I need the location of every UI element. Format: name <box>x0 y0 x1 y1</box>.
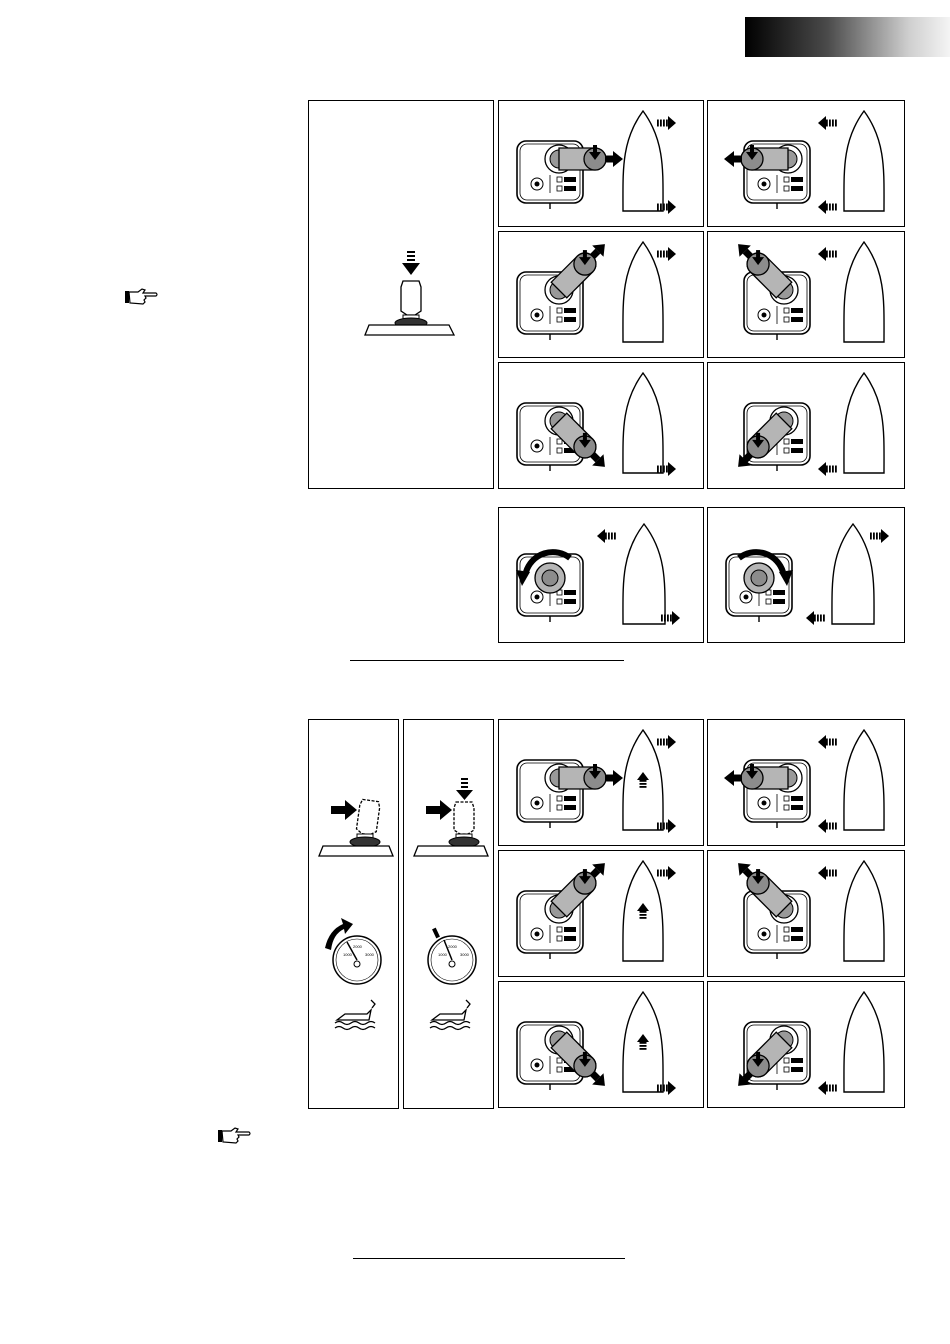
stick-direction-arrow-icon <box>605 151 623 167</box>
svg-text:3000: 3000 <box>365 952 375 957</box>
bow-thrust-arrow-icon <box>818 735 837 749</box>
section-divider-rule <box>353 1258 625 1259</box>
maneuver-illustration <box>499 982 703 1107</box>
boat-on-waves-icon <box>430 1000 470 1030</box>
stern-thrust-arrow-icon <box>806 611 825 625</box>
maneuver-illustration <box>708 232 904 357</box>
cell-fwd-diag-left <box>707 850 905 977</box>
svg-text:3000: 3000 <box>460 952 470 957</box>
boat-hull-outline-icon <box>844 373 884 473</box>
cell-fwd-back-left <box>707 981 905 1108</box>
stern-thrust-arrow-icon <box>818 819 837 833</box>
push-right-arrow-icon <box>426 800 452 820</box>
rpm-marker-icon <box>432 928 440 939</box>
svg-text:1000: 1000 <box>438 952 448 957</box>
push-and-press-panel: 1000 2000 3000 <box>403 719 494 1109</box>
cell-fwd-move-right <box>498 719 704 846</box>
rotation-illustration <box>708 508 904 642</box>
svg-text:2000: 2000 <box>353 944 363 949</box>
push-forward-panel: 1000 2000 3000 <box>308 719 399 1109</box>
boat-hull-outline-icon <box>844 242 884 342</box>
bow-thrust-arrow-icon <box>657 735 676 749</box>
joystick-icon <box>545 764 623 792</box>
maneuver-illustration <box>708 363 904 488</box>
maneuver-illustration <box>499 232 703 357</box>
boat-hull-outline-icon <box>844 730 884 830</box>
boat-hull-outline-icon <box>844 861 884 961</box>
stick-direction-arrow-icon <box>724 151 742 167</box>
pointing-hand-icon <box>124 288 158 306</box>
bow-thrust-arrow-icon <box>818 247 837 261</box>
press-down-arrow-icon <box>402 251 420 275</box>
cell-rotate-left <box>498 507 704 643</box>
tachometer-gauge-icon: 1000 2000 3000 <box>333 936 381 984</box>
cell-move-right <box>498 100 704 227</box>
maneuver-illustration <box>499 363 703 488</box>
intro-press-panel <box>308 100 494 489</box>
bow-thrust-arrow-icon <box>657 116 676 130</box>
joystick-press-illustration <box>309 101 495 490</box>
boat-hull-outline-icon <box>832 524 874 624</box>
tachometer-gauge-icon: 1000 2000 3000 <box>428 936 476 984</box>
joystick-icon <box>365 281 454 335</box>
cell-move-left <box>707 100 905 227</box>
header-gradient-tab <box>745 17 950 57</box>
svg-text:1000: 1000 <box>343 952 353 957</box>
bow-thrust-arrow-icon <box>657 866 676 880</box>
cell-diag-forward-right <box>498 231 704 358</box>
maneuver-illustration <box>708 101 904 226</box>
boat-hull-outline-icon <box>844 111 884 211</box>
maneuver-illustration <box>499 851 703 976</box>
stick-direction-arrow-icon <box>605 770 623 786</box>
joystick-icon <box>356 799 381 835</box>
pointing-hand-icon <box>217 1127 251 1145</box>
joystick-icon <box>454 802 474 834</box>
joystick-icon <box>744 563 774 593</box>
press-down-arrow-icon <box>456 778 473 800</box>
rotation-illustration <box>499 508 703 642</box>
joystick-icon <box>535 563 565 593</box>
maneuver-illustration <box>499 720 703 845</box>
bow-thrust-arrow-icon <box>818 116 837 130</box>
cell-rotate-right <box>707 507 905 643</box>
cell-diag-back-left <box>707 362 905 489</box>
cell-diag-forward-left <box>707 231 905 358</box>
boat-hull-outline-icon <box>623 524 665 624</box>
cell-fwd-move-left <box>707 719 905 846</box>
maneuver-illustration <box>499 101 703 226</box>
joystick-icon <box>545 145 623 173</box>
bow-thrust-arrow-icon <box>870 529 889 543</box>
svg-text:2000: 2000 <box>448 944 458 949</box>
stern-thrust-arrow-icon <box>818 462 837 476</box>
stern-thrust-arrow-icon <box>818 200 837 214</box>
section-divider-rule <box>350 660 624 661</box>
push-right-arrow-icon <box>331 800 357 820</box>
maneuver-illustration <box>708 720 904 845</box>
cell-fwd-back-right <box>498 981 704 1108</box>
bow-thrust-arrow-icon <box>818 866 837 880</box>
stern-thrust-arrow-icon <box>818 1081 837 1095</box>
boat-hull-outline-icon <box>623 373 663 473</box>
cell-fwd-diag-right <box>498 850 704 977</box>
boat-hull-outline-icon <box>844 992 884 1092</box>
cell-diag-back-right <box>498 362 704 489</box>
joystick-icon <box>724 764 802 792</box>
maneuver-illustration <box>708 982 904 1107</box>
joystick-icon <box>724 145 802 173</box>
stick-direction-arrow-icon <box>724 770 742 786</box>
bow-thrust-arrow-icon <box>597 529 616 543</box>
bow-thrust-arrow-icon <box>657 247 676 261</box>
maneuver-illustration <box>708 851 904 976</box>
boat-on-waves-icon <box>335 1000 375 1030</box>
